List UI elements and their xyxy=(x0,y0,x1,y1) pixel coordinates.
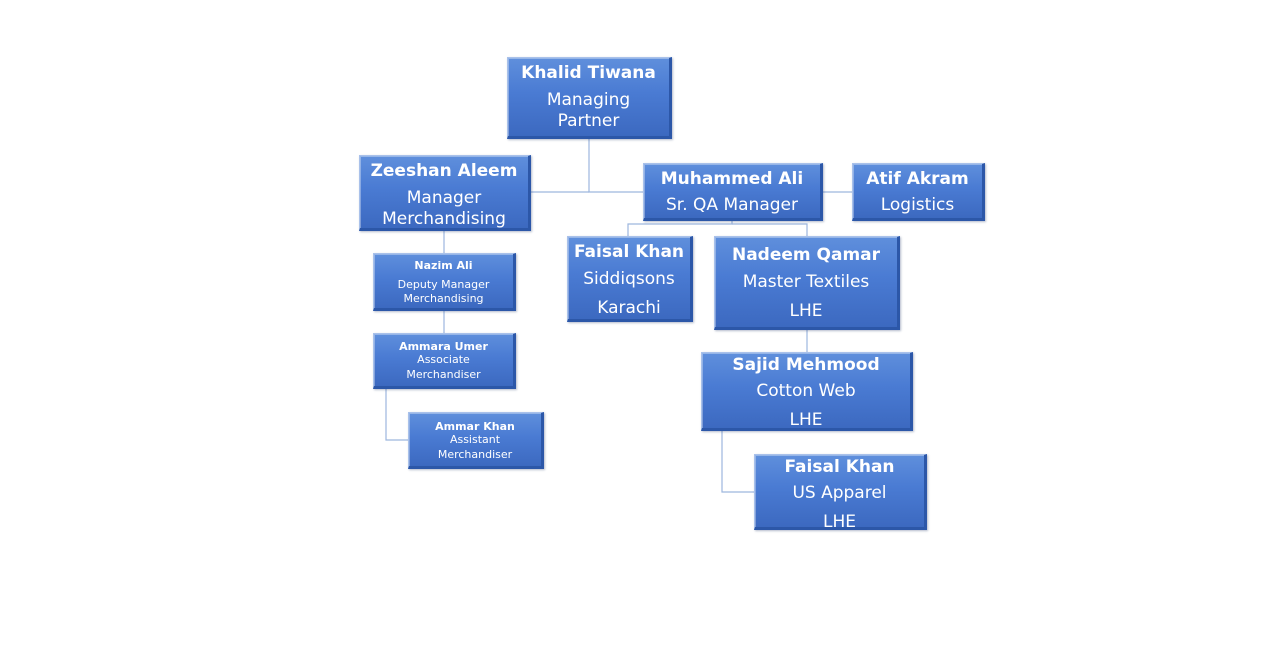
node-title: Karachi xyxy=(597,298,661,318)
connector-cotton-to-us xyxy=(721,430,754,493)
node-title: Logistics xyxy=(880,195,955,215)
node-title: Manager xyxy=(406,188,482,208)
node-title: Master Textiles xyxy=(742,272,870,292)
node-zeeshan-aleem: Zeeshan Aleem Manager Merchandising xyxy=(359,155,531,231)
node-title: LHE xyxy=(789,301,823,321)
node-name: Atif Akram xyxy=(866,169,969,189)
node-title: Cotton Web xyxy=(756,381,856,401)
node-sajid-mehmood: Sajid Mehmood Cotton Web LHE xyxy=(701,352,913,431)
node-name: Khalid Tiwana xyxy=(521,63,656,83)
node-title: Sr. QA Manager xyxy=(666,195,798,215)
node-name: Zeeshan Aleem xyxy=(370,161,518,181)
node-name: Sajid Mehmood xyxy=(732,355,880,375)
node-ammar-khan: Ammar Khan Assistant Merchandiser xyxy=(408,412,544,469)
node-title: LHE xyxy=(823,512,856,530)
node-name: Nazim Ali xyxy=(414,259,473,272)
node-nazim-ali: Nazim Ali Deputy Manager Merchandising xyxy=(373,253,516,311)
connector-qa-to-karachi xyxy=(627,220,733,236)
node-title: Siddiqsons xyxy=(583,269,675,289)
node-title: Merchandising xyxy=(382,209,506,229)
node-title: LHE xyxy=(789,410,823,430)
node-faisal-khan-us-apparel: Faisal Khan US Apparel LHE xyxy=(754,454,927,530)
node-name: Faisal Khan xyxy=(784,457,895,477)
node-nadeem-qamar: Nadeem Qamar Master Textiles LHE xyxy=(714,236,900,330)
node-faisal-khan-karachi: Faisal Khan Siddiqsons Karachi xyxy=(567,236,693,322)
node-name: Ammara Umer xyxy=(399,340,488,353)
connector-partner-to-qa xyxy=(588,138,643,193)
node-atif-akram: Atif Akram Logistics xyxy=(852,163,985,221)
node-title: Partner xyxy=(557,111,620,131)
node-title: US Apparel xyxy=(792,483,887,503)
node-khalid-tiwana: Khalid Tiwana Managing Partner xyxy=(507,57,672,139)
connector-associate-to-assistant xyxy=(385,388,408,441)
connector-qa-to-master xyxy=(732,223,808,236)
node-title: Merchandiser xyxy=(406,368,481,381)
node-muhammed-ali: Muhammed Ali Sr. QA Manager xyxy=(643,163,823,221)
node-title: Deputy Manager xyxy=(397,278,490,291)
node-ammara-umer: Ammara Umer Associate Merchandiser xyxy=(373,333,516,389)
node-name: Nadeem Qamar xyxy=(731,245,881,265)
node-title: Merchandising xyxy=(403,292,484,305)
node-title: Managing xyxy=(546,90,631,110)
node-title: Merchandiser xyxy=(437,448,513,461)
node-name: Muhammed Ali xyxy=(660,169,804,189)
node-title: Assistant xyxy=(449,433,501,446)
node-title: Associate xyxy=(417,353,470,366)
node-name: Ammar Khan xyxy=(435,420,515,433)
node-name: Faisal Khan xyxy=(573,242,685,262)
